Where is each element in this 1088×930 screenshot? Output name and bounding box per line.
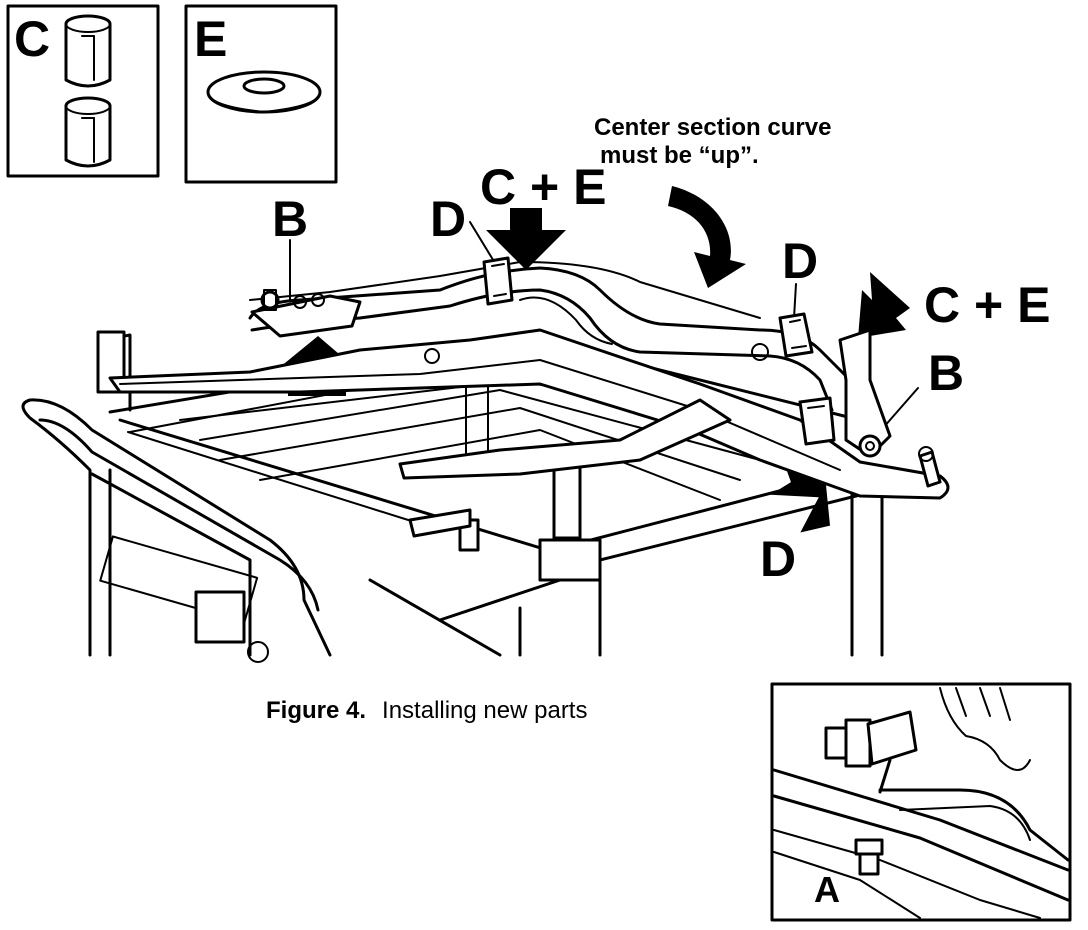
left-link-end [250,289,362,338]
figure-number: Figure 4. [266,697,366,724]
note-line-1: Center section curve [594,114,831,141]
bushing-icon [64,14,112,88]
figure-caption: Figure 4. Installing new parts [266,697,587,724]
sway-bar-bracket [482,256,514,306]
bushing-icon [64,96,112,168]
part-c-label: C [14,11,50,67]
label-ce-right: C + E [924,277,1050,333]
washer-icon [206,70,322,114]
arrow-up-left-icon [770,466,831,533]
inset-a-label: A [814,869,840,910]
sway-bar-bracket [798,396,836,446]
arrow-down-icon [486,208,566,270]
link-bolt-icon [824,710,918,794]
curve-up-arrow-icon [668,186,746,288]
label-b-right: B [928,345,964,401]
sway-bar-bracket [778,312,814,358]
arrow-down-left-icon [858,272,910,338]
label-d-bottom: D [760,531,796,587]
right-link-end [838,328,942,488]
label-ce-top: C + E [480,159,606,215]
part-e-label: E [194,11,227,67]
figure-title: Installing new parts [382,697,587,724]
inset-detail-a: A [770,682,1072,922]
part-c-box: C [6,4,160,178]
front-crossmember [108,328,950,500]
label-d-right: D [782,233,818,289]
lower-nut-icon [854,838,884,876]
part-e-box: E [184,4,338,184]
note-line-2: must be “up”. [600,142,759,169]
cart-frame [21,398,602,663]
label-d-top: D [430,191,466,247]
label-b-left: B [272,191,308,247]
